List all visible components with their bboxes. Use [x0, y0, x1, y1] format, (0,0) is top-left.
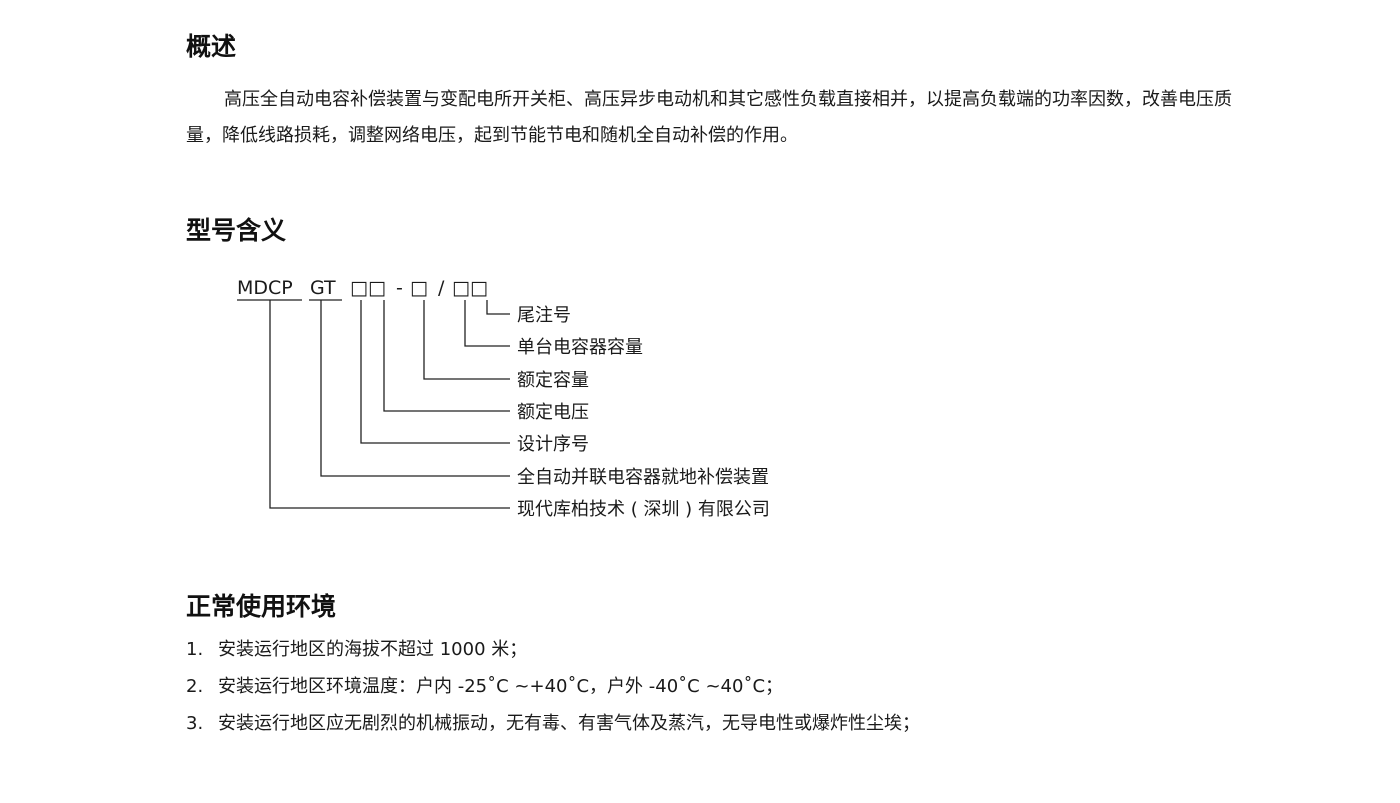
list-item-text: 安装运行地区的海拔不超过 1000 米； [218, 639, 528, 660]
list-item-number: 3. [186, 713, 204, 734]
label-rated-capacity: 额定容量 [517, 370, 589, 391]
label-unit-capacity: 单台电容器容量 [517, 337, 643, 358]
code-part-dash: - [396, 277, 403, 299]
list-item: 3. 安装运行地区应无剧烈的机械振动，无有毒、有害气体及蒸汽，无导电性或爆炸性尘埃… [186, 710, 920, 747]
environment-list: 1. 安装运行地区的海拔不超过 1000 米； 2. 安装运行地区环境温度：户内 -… [186, 636, 920, 747]
leader-design-no [360, 300, 510, 444]
leader-rated-voltage [383, 300, 510, 412]
environment-heading: 正常使用环境 [186, 592, 337, 621]
list-item-number: 1. [186, 639, 204, 660]
list-item-text: 安装运行地区环境温度：户内 -25˚C ~+40˚C，户外 -40˚C ~40˚… [218, 676, 784, 697]
leader-rated-capacity [423, 300, 510, 380]
leader-suffix [486, 300, 510, 315]
overview-paragraph: 高压全自动电容补偿装置与变配电所开关柜、高压异步电动机和其它感性负载直接相并，以… [186, 82, 1246, 154]
leader-unit-capacity [464, 300, 510, 347]
list-item-number: 2. [186, 676, 204, 697]
code-part-unit-suffix: □□ [452, 277, 488, 299]
label-rated-voltage: 额定电压 [517, 402, 589, 423]
code-part-slash: / [438, 277, 445, 299]
overview-text: 高压全自动电容补偿装置与变配电所开关柜、高压异步电动机和其它感性负载直接相并，以… [186, 89, 1232, 146]
list-item: 1. 安装运行地区的海拔不超过 1000 米； [186, 636, 920, 673]
label-product: 全自动并联电容器就地补偿装置 [517, 467, 769, 488]
code-part-brand: MDCP [237, 277, 293, 299]
code-part-capacity: □ [410, 277, 428, 299]
label-suffix: 尾注号 [517, 305, 571, 326]
label-company: 现代库柏技术 ( 深圳 ) 有限公司 [517, 499, 770, 520]
leader-company [269, 300, 510, 509]
label-design-no: 设计序号 [517, 434, 589, 455]
model-heading: 型号含义 [186, 216, 287, 245]
list-item-text: 安装运行地区应无剧烈的机械振动，无有毒、有害气体及蒸汽，无导电性或爆炸性尘埃； [218, 713, 920, 734]
leader-product [320, 300, 510, 477]
leader-lines [269, 300, 510, 509]
list-item: 2. 安装运行地区环境温度：户内 -25˚C ~+40˚C，户外 -40˚C ~4… [186, 673, 920, 710]
overview-heading: 概述 [186, 32, 237, 61]
code-part-design-voltage: □□ [350, 277, 386, 299]
code-part-type: GT [310, 277, 336, 299]
